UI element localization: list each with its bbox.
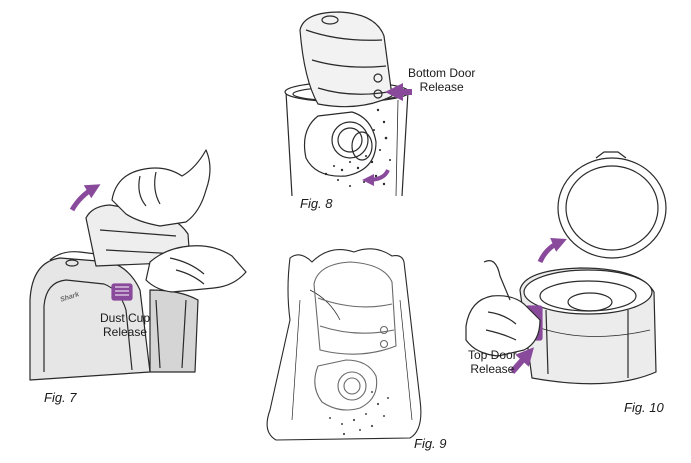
fig8-label-line1: Bottom Door <box>408 66 476 80</box>
fig8-illustration <box>284 11 410 197</box>
fig8-rotate-arrow <box>362 169 390 186</box>
fig8-label: Bottom Door Release <box>408 66 475 94</box>
fig10-caption: Fig. 10 <box>624 400 664 415</box>
fig10-label: Top Door Release <box>468 348 517 376</box>
fig10-illustration <box>465 151 667 385</box>
fig7-label-line1: Dust Cup <box>100 311 151 325</box>
fig10-lid-arrow <box>537 238 567 264</box>
fig8-caption: Fig. 8 <box>300 196 333 211</box>
fig7-illustration <box>29 149 247 381</box>
fig7-label-line2: Release <box>103 325 148 339</box>
fig9-illustration <box>266 248 422 441</box>
fig7-lift-arrow <box>69 184 101 212</box>
fig9-caption: Fig. 9 <box>414 436 447 451</box>
fig7-label: Dust Cup Release <box>100 311 150 339</box>
fig8-label-line2: Release <box>419 80 464 94</box>
fig7-caption: Fig. 7 <box>44 390 77 405</box>
fig10-release-arrow <box>509 347 534 374</box>
fig10-label-line2: Release <box>470 362 515 376</box>
fig10-label-line1: Top Door <box>468 348 517 362</box>
